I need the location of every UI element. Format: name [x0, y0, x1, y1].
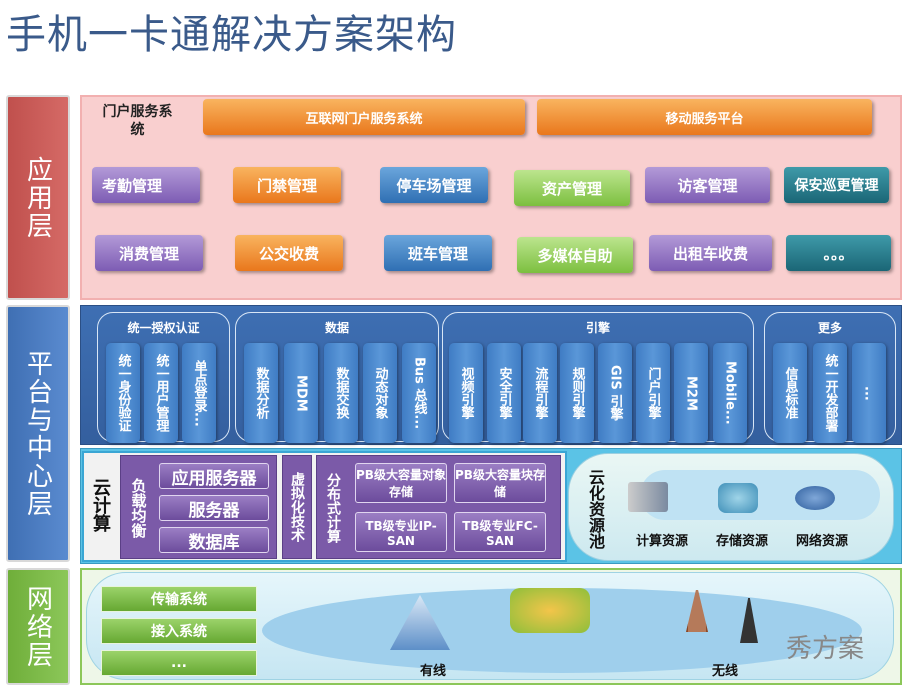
distributed-label: 分布式计算 — [325, 472, 341, 543]
group-engines: 引擎 视频引擎 安全引擎 流程引擎 规则引擎 GIS 引擎 门户引擎 M2M M… — [442, 312, 754, 443]
layer-label-network: 网络层 — [6, 568, 70, 685]
item-workflow-engine[interactable]: 流程引擎 — [523, 343, 557, 443]
server-app[interactable]: 应用服务器 — [159, 463, 269, 489]
load-balance-label: 负载均衡 — [129, 477, 148, 538]
net-more[interactable]: ... — [101, 650, 257, 676]
item-gis-engine[interactable]: GIS 引擎 — [598, 343, 632, 443]
item-data-exchange[interactable]: 数据交换 — [324, 343, 358, 443]
portal-mobile[interactable]: 移动服务平台 — [537, 99, 872, 135]
app-taxi[interactable]: 出租车收费 — [649, 235, 772, 271]
wireless-label: 无线 — [712, 664, 739, 679]
app-patrol[interactable]: 保安巡更管理 — [784, 167, 889, 203]
app-consumption[interactable]: 消费管理 — [95, 235, 203, 271]
group-auth: 统一授权认证 统一身份验证 统一用户管理 单点登录... — [97, 312, 230, 443]
app-assets[interactable]: 资产管理 — [514, 170, 630, 206]
wired-label: 有线 — [420, 664, 447, 679]
virtualization-label: 虚拟化技术 — [282, 455, 312, 559]
storage-tb-fcsan[interactable]: TB级专业FC-SAN — [454, 512, 546, 552]
app-more[interactable]: 。。。 — [786, 235, 891, 271]
database-icon — [510, 588, 590, 633]
storage-icon — [718, 483, 758, 513]
router-icon — [795, 486, 835, 510]
group-title: 更多 — [817, 321, 842, 335]
app-visitors[interactable]: 访客管理 — [645, 167, 770, 203]
resource-storage: 存储资源 — [716, 534, 769, 549]
item-bus[interactable]: Bus 总线... — [402, 343, 436, 443]
item-video-engine[interactable]: 视频引擎 — [449, 343, 483, 443]
cloud-label: 云计算 — [90, 478, 111, 532]
item-info-standard[interactable]: 信息标准 — [773, 343, 807, 443]
item-sso[interactable]: 单点登录... — [182, 343, 216, 443]
item-security-engine[interactable]: 安全引擎 — [487, 343, 521, 443]
resource-network: 网络资源 — [796, 534, 849, 549]
net-access[interactable]: 接入系统 — [101, 618, 257, 644]
item-unified-dev[interactable]: 统一开发部署 — [813, 343, 847, 443]
item-mobile[interactable]: Mobile... — [713, 343, 747, 443]
app-attendance[interactable]: 考勤管理 — [92, 167, 200, 203]
app-shuttle[interactable]: 班车管理 — [384, 235, 492, 271]
group-title: 数据 — [324, 321, 349, 335]
item-mdm[interactable]: MDM — [284, 343, 318, 443]
item-unified-identity[interactable]: 统一身份验证 — [106, 343, 140, 443]
app-bus-fare[interactable]: 公交收费 — [235, 235, 343, 271]
resource-compute: 计算资源 — [636, 534, 689, 549]
layer-label-app: 应用层 — [6, 95, 70, 300]
group-title: 统一授权认证 — [127, 321, 200, 335]
item-data-analysis[interactable]: 数据分析 — [244, 343, 278, 443]
server-general[interactable]: 服务器 — [159, 495, 269, 521]
app-access-control[interactable]: 门禁管理 — [233, 167, 341, 203]
item-portal-engine[interactable]: 门户引擎 — [636, 343, 670, 443]
layer-label-platform: 平台与中心层 — [6, 305, 70, 562]
cloud-shape — [640, 470, 880, 520]
group-data: 数据 数据分析 MDM 数据交换 动态对象 Bus 总线... — [235, 312, 439, 443]
portal-label: 门户服务系统 — [102, 104, 173, 138]
app-multimedia[interactable]: 多媒体自助 — [517, 237, 633, 273]
app-parking[interactable]: 停车场管理 — [380, 167, 488, 203]
storage-pb-object[interactable]: PB级大容量对象存储 — [355, 463, 447, 503]
storage-tb-ipsan[interactable]: TB级专业IP-SAN — [355, 512, 447, 552]
item-dynamic-object[interactable]: 动态对象 — [363, 343, 397, 443]
server-database[interactable]: 数据库 — [159, 527, 269, 553]
net-transport[interactable]: 传输系统 — [101, 586, 257, 612]
group-more: 更多 信息标准 统一开发部署 ... — [764, 312, 896, 443]
item-more[interactable]: ... — [852, 343, 886, 443]
storage-pb-block[interactable]: PB级大容量块存储 — [454, 463, 546, 503]
item-rules-engine[interactable]: 规则引擎 — [560, 343, 594, 443]
resource-pool-label: 云化资源池 — [586, 469, 605, 549]
server-icon — [628, 482, 668, 512]
watermark: 秀方案 — [786, 634, 865, 664]
portal-internet[interactable]: 互联网门户服务系统 — [203, 99, 525, 135]
page-title: 手机一卡通解决方案架构 — [6, 12, 457, 58]
item-unified-user[interactable]: 统一用户管理 — [144, 343, 178, 443]
group-title: 引擎 — [585, 321, 610, 335]
item-m2m[interactable]: M2M — [674, 343, 708, 443]
